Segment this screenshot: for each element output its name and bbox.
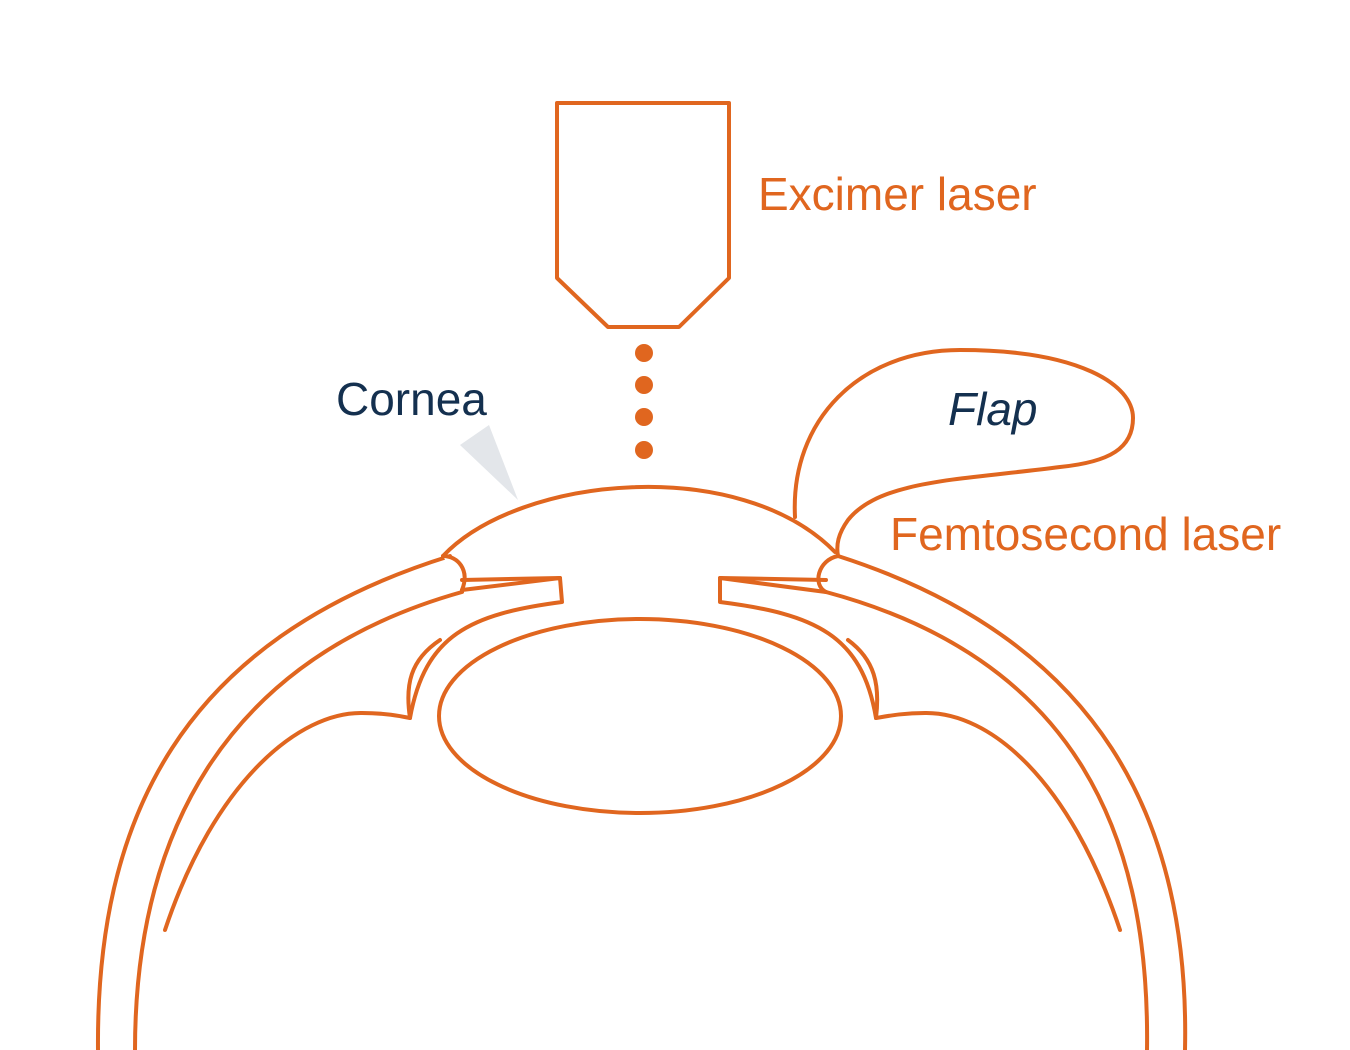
limbus-right (816, 554, 840, 594)
laser-beam-dot-2 (635, 376, 653, 394)
iris-left (408, 576, 564, 720)
sclera-outer-wall (95, 554, 452, 1050)
ciliary-body-left (163, 638, 442, 932)
inner-wall-right (824, 590, 1150, 1050)
iris-left-top (460, 576, 562, 582)
cornea-dome (441, 484, 837, 558)
laser-beam-dot-3 (635, 408, 653, 426)
ciliary-body-right (846, 638, 1122, 932)
cornea-label: Cornea (336, 373, 487, 425)
iris-right-top (718, 576, 828, 582)
femtosecond-laser-label: Femtosecond laser (890, 508, 1281, 560)
iris-right (718, 576, 878, 720)
laser-beam-dot-1 (635, 344, 653, 362)
corneal-flap (792, 348, 1135, 558)
cornea-pointer (460, 425, 518, 500)
sclera-outer-wall-right (836, 554, 1188, 1050)
laser-beam-dot-4 (635, 441, 653, 459)
crystalline-lens (437, 617, 843, 815)
limbus-left (441, 554, 467, 592)
flap-label: Flap (948, 383, 1037, 435)
excimer-laser-device (555, 101, 731, 329)
excimer-laser-label: Excimer laser (758, 168, 1037, 220)
inner-wall-left (133, 590, 464, 1050)
